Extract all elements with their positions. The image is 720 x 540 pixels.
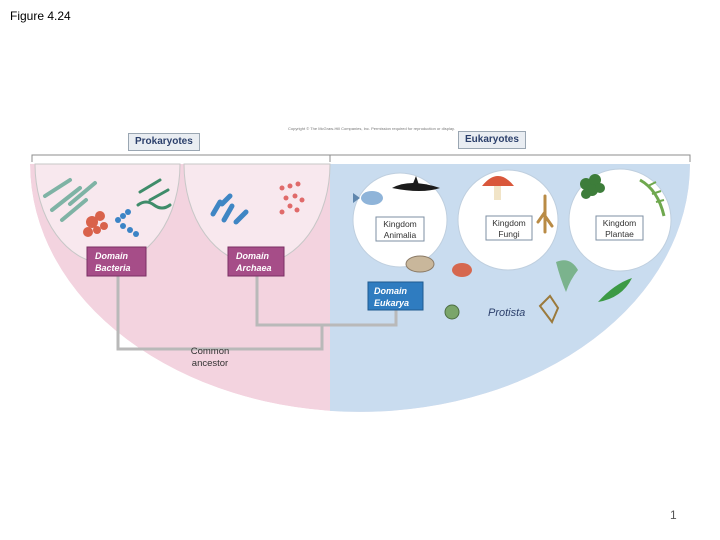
page-number: 1 <box>670 508 677 522</box>
domain-archaea-label-2: Archaea <box>235 263 272 273</box>
kingdom-animalia-label-1: Kingdom <box>383 219 417 229</box>
phylogeny-connectors <box>116 276 398 351</box>
figure-title: Figure 4.24 <box>10 9 71 23</box>
copyright-notice: Copyright © The McGraw-Hill Companies, I… <box>288 126 455 131</box>
protista-label: Protista <box>488 307 525 319</box>
kingdom-plantae-label-2: Plantae <box>605 229 634 239</box>
domain-eukarya-label-2: Eukarya <box>374 298 409 308</box>
protist-organisms <box>444 260 632 324</box>
kingdom-animalia-label-2: Animalia <box>384 230 417 240</box>
common-ancestor-label-2: ancestor <box>192 358 228 369</box>
domain-bacteria-label-2: Bacteria <box>95 263 131 273</box>
kingdom-fungi-box: Kingdom Fungi <box>485 215 533 241</box>
kingdom-fungi-label-2: Fungi <box>498 229 519 239</box>
kingdom-fungi-label-1: Kingdom <box>492 218 526 228</box>
eukaryotes-header: Eukaryotes <box>458 131 526 149</box>
domain-archaea-label-1: Domain <box>236 251 270 261</box>
domain-bacteria-label-1: Domain <box>95 251 129 261</box>
prokaryotes-header: Prokaryotes <box>128 133 200 151</box>
kingdom-plantae-box: Kingdom Plantae <box>595 215 644 241</box>
domain-eukarya-label-1: Domain <box>374 286 408 296</box>
header-bracket <box>31 154 691 162</box>
domain-eukarya-box: Domain Eukarya <box>367 281 424 311</box>
domain-bacteria-box: Domain Bacteria <box>86 246 147 277</box>
bacteria-circle <box>34 163 181 265</box>
kingdom-animalia-box: Kingdom Animalia <box>375 216 425 242</box>
domain-archaea-box: Domain Archaea <box>227 246 285 277</box>
kingdom-plantae-label-1: Kingdom <box>603 218 637 228</box>
common-ancestor-label-1: Common <box>191 346 230 357</box>
